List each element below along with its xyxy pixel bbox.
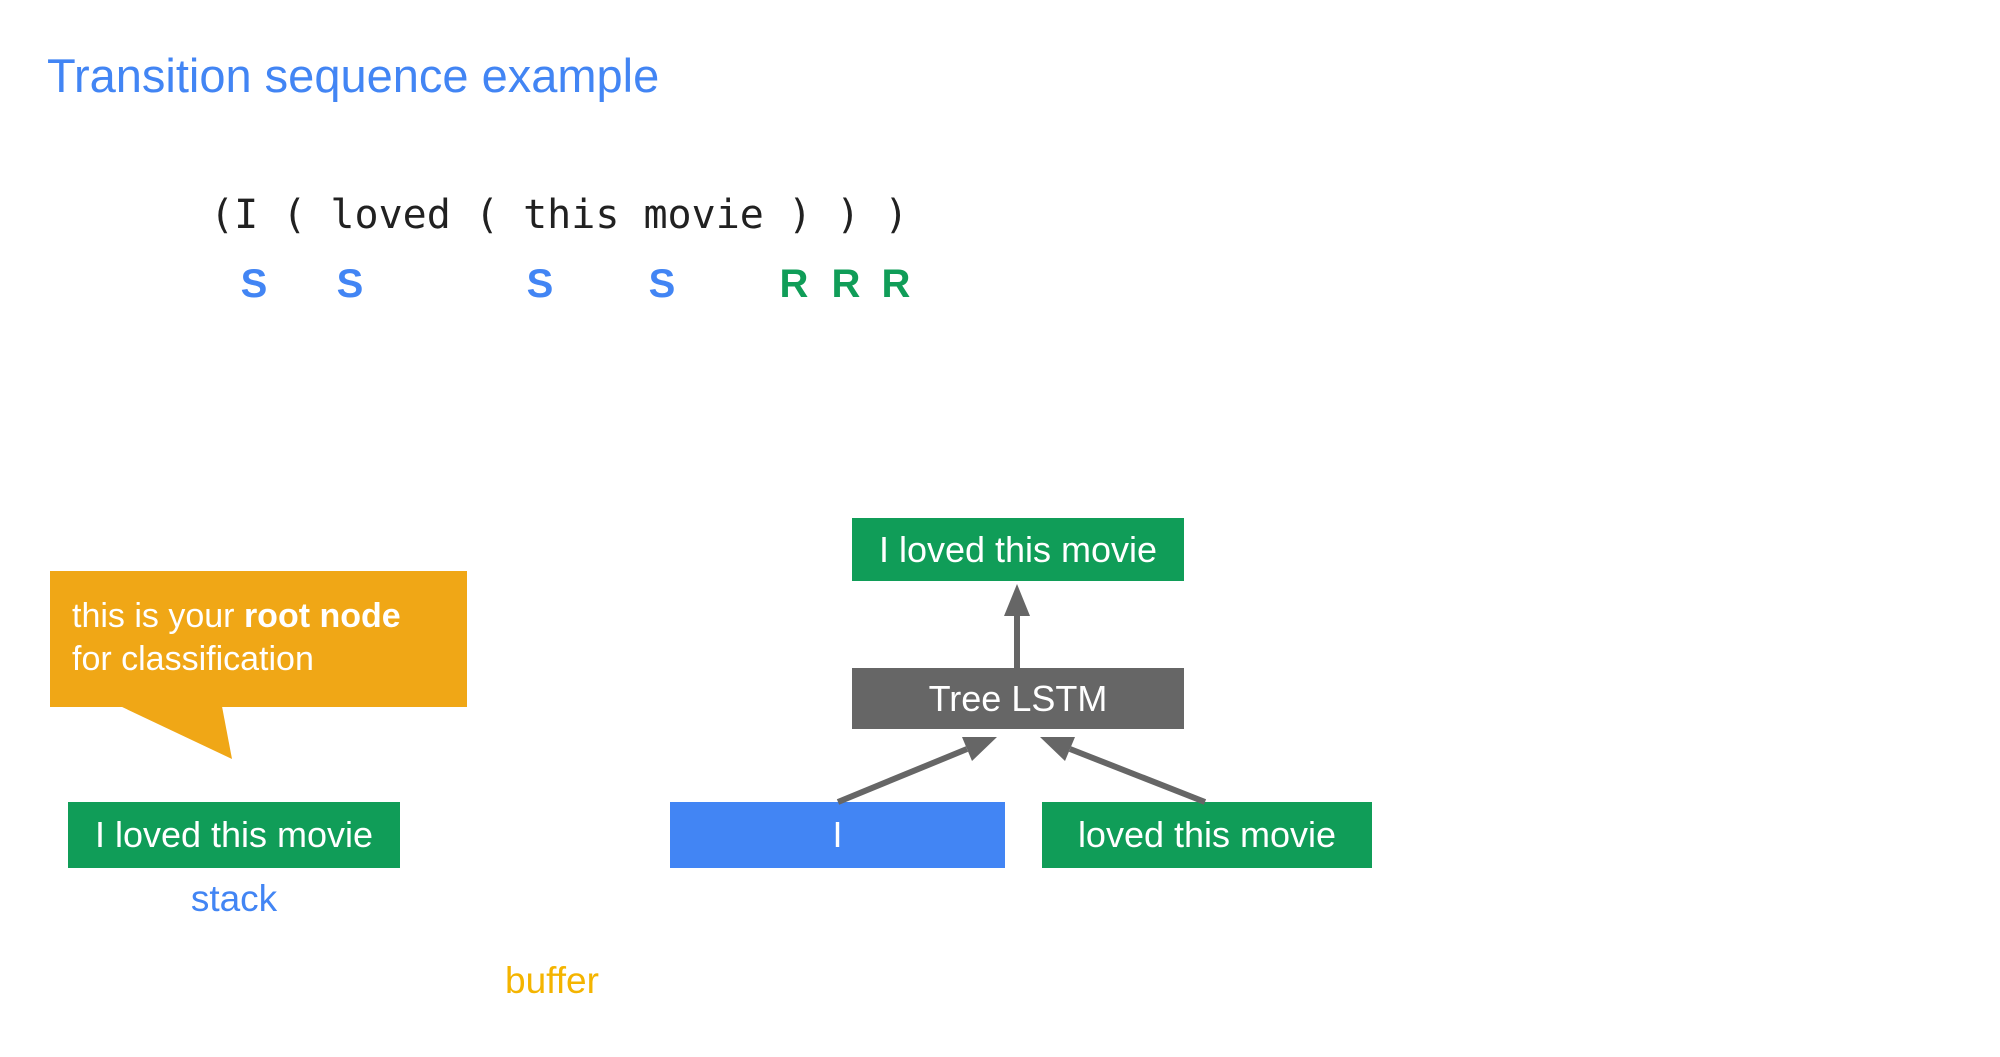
- action-reduce-2: R: [831, 262, 861, 306]
- bracketed-sentence: (I ( loved ( this movie ) ) ): [210, 192, 909, 238]
- buffer-caption: buffer: [505, 960, 599, 1001]
- callout-tail-pointer: [120, 706, 232, 759]
- stack-node-box: I loved this movie: [68, 802, 400, 868]
- tree-right-child-box: loved this movie: [1042, 802, 1372, 868]
- tree-root-box: I loved this movie: [852, 518, 1184, 581]
- arrow-left-child-to-cell: [836, 737, 997, 805]
- stack-caption: stack: [190, 878, 278, 919]
- slide-title: Transition sequence example: [47, 49, 660, 102]
- arrow-right-child-to-cell: [1040, 737, 1207, 805]
- action-reduce-3: R: [881, 262, 911, 306]
- transition-action-row: S S S S R R R: [0, 262, 2000, 314]
- callout-text-bold: root node: [243, 597, 401, 635]
- tree-lstm-box: Tree LSTM: [852, 668, 1184, 729]
- action-shift-3: S: [526, 262, 554, 306]
- action-shift-1: S: [240, 262, 268, 306]
- tree-left-child-box: I: [670, 802, 1005, 868]
- callout-text-line1: this is your: [72, 597, 244, 635]
- action-shift-4: S: [648, 262, 676, 306]
- action-shift-2: S: [336, 262, 364, 306]
- arrow-cell-to-root: [1004, 584, 1030, 668]
- callout-text-line2: for classification: [72, 640, 314, 678]
- root-node-callout: this is your root node for classificatio…: [50, 571, 467, 707]
- action-reduce-1: R: [779, 262, 809, 306]
